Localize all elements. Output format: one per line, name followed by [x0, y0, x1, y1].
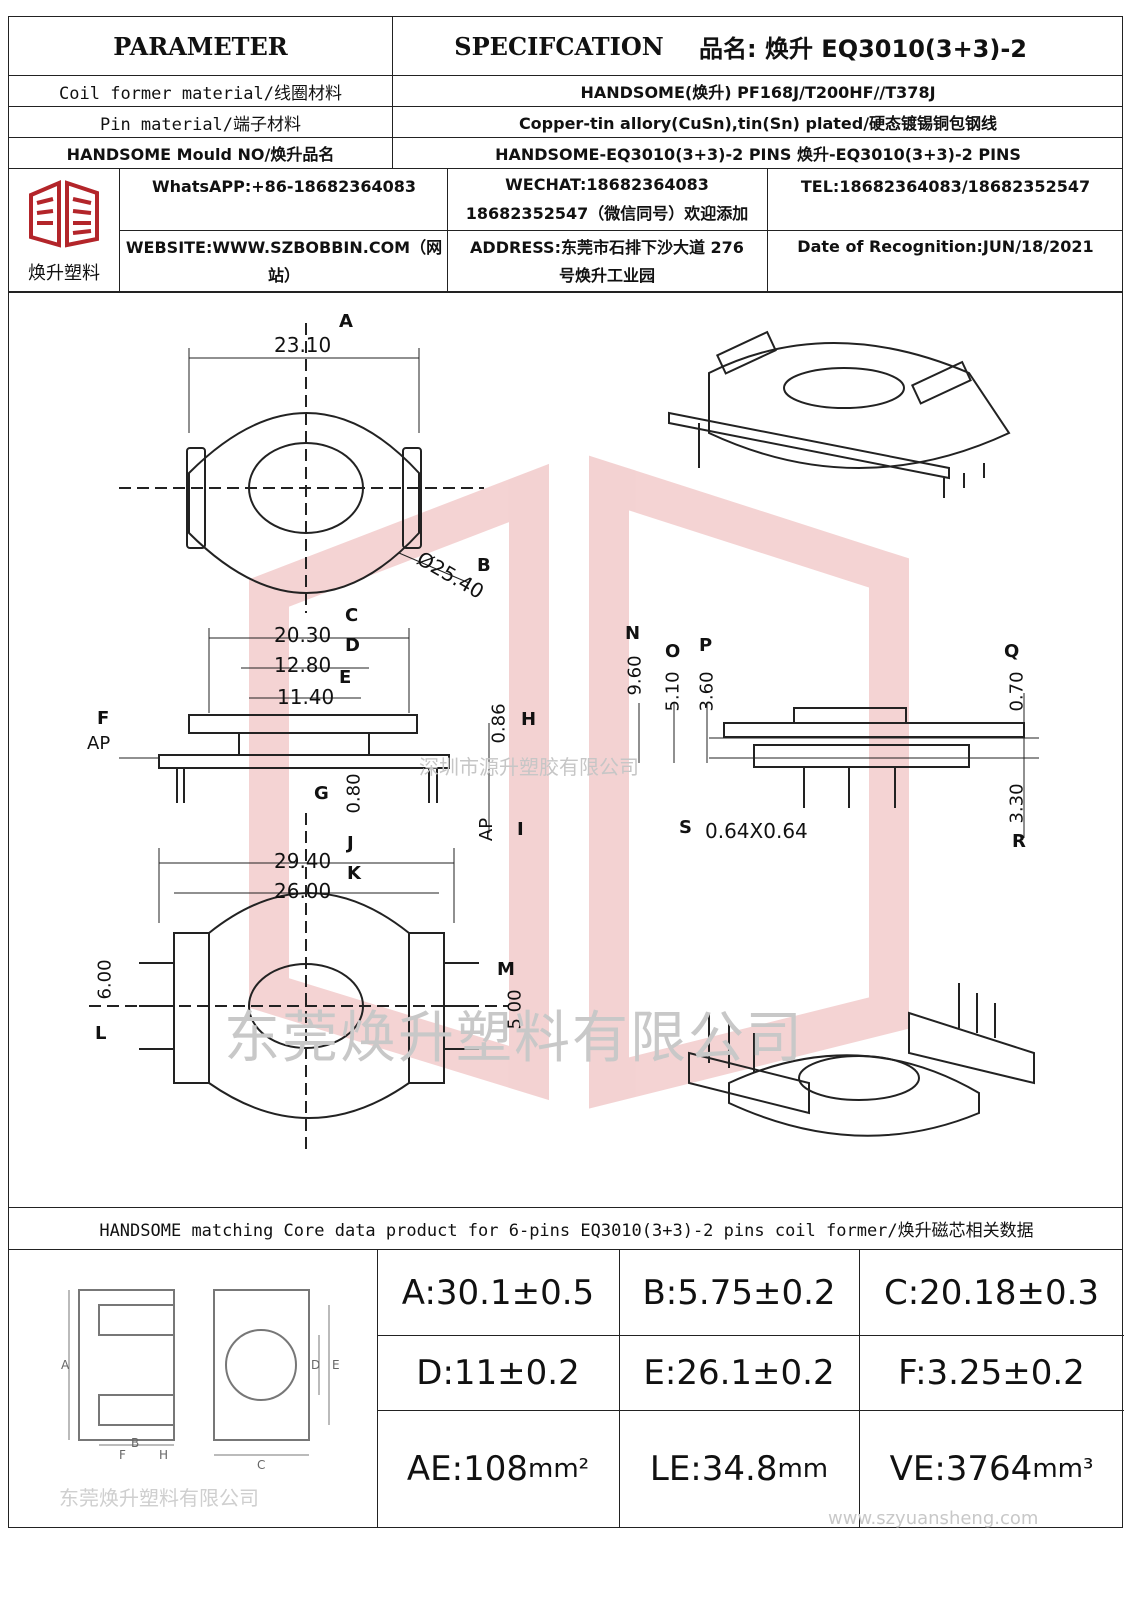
dim-r-value: 3.30 [1006, 783, 1028, 824]
spec-label: Coil former material/线圈材料 [59, 83, 342, 104]
spec-value: HANDSOME(焕升) PF168J/T200HF//T378J [580, 83, 936, 102]
dim-c-letter: C [345, 605, 359, 626]
dim-d-letter: D [345, 635, 360, 656]
technical-drawing: 23.10 A Ø25.40 B 20.30 C 12.80 D 11.40 E… [8, 292, 1123, 1208]
dim-l-letter: L [95, 1023, 107, 1044]
dim-i-value: AP [476, 817, 498, 842]
core-ae-unit: mm² [528, 1454, 590, 1484]
core-label-d: D [311, 1358, 321, 1372]
company-logo: 焕升塑料 [9, 169, 119, 292]
dim-q-letter: Q [1004, 641, 1020, 662]
core-label-c: C [257, 1458, 266, 1472]
core-watermark: 东莞焕升塑料有限公司 [59, 1486, 259, 1510]
spec-row-pin: Pin material/端子材料 Copper-tin allory(CuSn… [8, 107, 1123, 138]
core-value-e: E:26.1±0.2 [643, 1352, 835, 1393]
core-value-f: F:3.25±0.2 [898, 1352, 1085, 1393]
dim-g-value: 0.80 [343, 773, 365, 814]
dim-s-letter: S [679, 817, 692, 838]
core-ae-value: AE:108 [406, 1449, 528, 1489]
spec-row-coil: Coil former material/线圈材料 HANDSOME(焕升) P… [8, 76, 1123, 107]
core-title: HANDSOME matching Core data product for … [99, 1221, 1034, 1241]
dim-o-value: 5.10 [662, 671, 684, 712]
watermark-large: 东莞焕升塑料有限公司 [224, 1006, 804, 1071]
dim-f-letter: F [97, 708, 110, 729]
spec-label: HANDSOME Mould NO/焕升品名 [66, 145, 335, 164]
core-value-c: C:20.18±0.3 [883, 1272, 1100, 1313]
website-line1: WEBSITE:WWW.SZBOBBIN.COM（网 [125, 238, 443, 257]
logo-mark-icon [29, 179, 99, 248]
dim-i-letter: I [517, 819, 524, 840]
core-label-b: B [131, 1436, 140, 1450]
dim-g-letter: G [314, 783, 329, 804]
core-le-value: LE:34.8 [649, 1449, 778, 1489]
dim-j-letter: J [347, 833, 354, 854]
dim-r-letter: R [1012, 831, 1026, 852]
address-line1: ADDRESS:东莞市石排下沙大道 276 [470, 238, 744, 257]
footer-url: www.szyuansheng.com [828, 1508, 1039, 1529]
dim-a-letter: A [339, 311, 353, 332]
core-data-block: A B C D E F H 东莞焕升塑料有限公司 A:30.1±0.5 B:5.… [8, 1250, 1124, 1528]
date-recognition: Date of Recognition:JUN/18/2021 [797, 236, 1094, 256]
spec-sheet: PARAMETER SPECIFCATION 品名: 焕升 EQ3010(3+3… [8, 16, 1124, 1576]
drawing-svg [89, 323, 1039, 1153]
wechat-line2: 18682352547（微信同号）欢迎添加 [465, 204, 749, 223]
address-line2: 号焕升工业园 [558, 266, 655, 285]
dim-c-value: 20.30 [274, 623, 332, 647]
dim-k-value: 26.00 [274, 879, 332, 903]
core-label-h: H [159, 1448, 169, 1462]
website-line2: 站） [267, 266, 300, 285]
dim-q-value: 0.70 [1006, 671, 1028, 712]
product-name: 品名: 焕升 EQ3010(3+3)-2 [699, 34, 1028, 63]
tel: TEL:18682364083/18682352547 [800, 176, 1091, 196]
core-ve-value: VE:3764 [889, 1449, 1033, 1489]
dim-e-value: 11.40 [277, 685, 335, 709]
core-label-e: E [332, 1358, 340, 1372]
company-block: 焕升塑料 WhatsAPP:+86-18682364083 WECHAT:186… [8, 169, 1123, 292]
dim-s-value: 0.64X0.64 [705, 819, 808, 843]
core-drawing: A B C D E F H 东莞焕升塑料有限公司 [9, 1250, 378, 1528]
dim-o-letter: O [665, 641, 681, 662]
logo-text: 焕升塑料 [28, 263, 100, 284]
specification-heading: SPECIFCATION [454, 31, 664, 61]
wechat-line1: WECHAT:18682364083 [505, 174, 709, 194]
core-values-grid: A:30.1±0.5 B:5.75±0.2 C:20.18±0.3 D:11±0… [377, 1250, 1124, 1528]
core-drawing-svg [68, 1289, 330, 1456]
dim-f-value: AP [87, 733, 111, 754]
dim-n-letter: N [625, 623, 641, 644]
dim-b-letter: B [477, 555, 491, 576]
whatsapp: WhatsAPP:+86-18682364083 [151, 176, 416, 196]
dim-m-letter: M [497, 959, 515, 980]
dim-n-value: 9.60 [624, 655, 646, 696]
core-value-a: A:30.1±0.5 [401, 1272, 595, 1313]
dim-h-letter: H [521, 709, 537, 730]
header-row: PARAMETER SPECIFCATION 品名: 焕升 EQ3010(3+3… [8, 16, 1123, 76]
core-value-b: B:5.75±0.2 [642, 1272, 836, 1313]
core-label-f: F [119, 1448, 126, 1462]
watermark-small: 深圳市源升塑胶有限公司 [419, 755, 639, 779]
dim-e-letter: E [339, 667, 352, 688]
core-ve-unit: mm³ [1032, 1454, 1094, 1484]
spec-label: Pin material/端子材料 [99, 114, 302, 135]
dim-p-value: 3.60 [696, 671, 718, 712]
dim-j-value: 29.40 [274, 849, 332, 873]
dim-k-letter: K [347, 863, 361, 884]
spec-row-mould: HANDSOME Mould NO/焕升品名 HANDSOME-EQ3010(3… [8, 138, 1123, 169]
dim-a-value: 23.10 [274, 333, 332, 357]
core-le-unit: mm [777, 1454, 829, 1484]
core-label-a: A [61, 1358, 70, 1372]
dim-p-letter: P [699, 635, 713, 656]
core-value-d: D:11±0.2 [416, 1352, 580, 1393]
dim-d-value: 12.80 [274, 653, 332, 677]
parameter-heading: PARAMETER [113, 31, 288, 61]
dim-l-value: 6.00 [94, 959, 116, 1000]
core-title-row: HANDSOME matching Core data product for … [8, 1208, 1123, 1250]
dim-h-value: 0.86 [488, 703, 510, 744]
spec-value: Copper-tin allory(CuSn),tin(Sn) plated/硬… [518, 114, 998, 133]
spec-value: HANDSOME-EQ3010(3+3)-2 PINS 焕升-EQ3010(3+… [495, 145, 1021, 164]
